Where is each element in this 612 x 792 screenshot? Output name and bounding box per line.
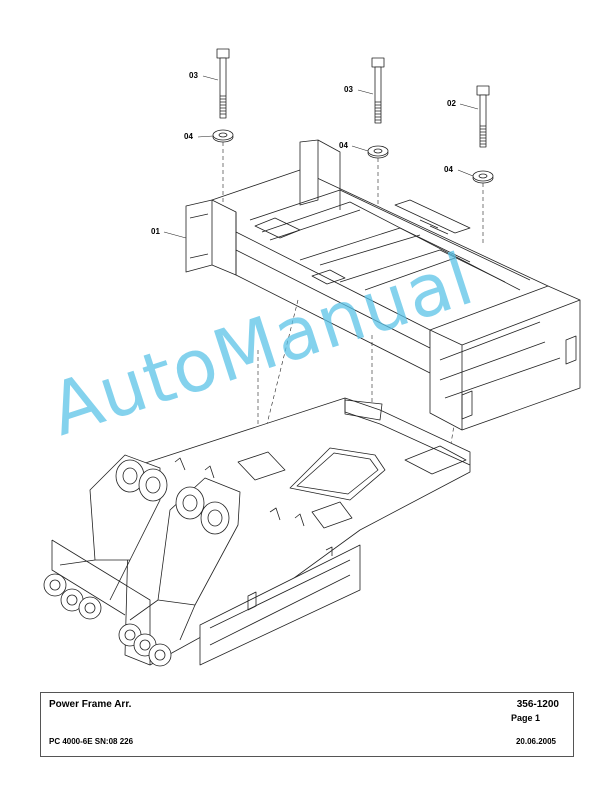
main-frame [43,397,471,667]
callout-leaders [163,75,479,239]
drawing-date: 20.06.2005 [515,737,556,746]
callout-washer-left: 04 [184,132,193,141]
bolt-middle [371,57,385,124]
washer-left [212,129,234,143]
bolt-left [216,48,230,119]
callout-bolt-right: 02 [447,99,456,108]
page-number: Page 1 [510,713,540,723]
callout-bolt-left: 03 [189,71,198,80]
drawing-number: 356-1200 [516,699,559,710]
callout-bolt-middle: 03 [344,85,353,94]
title-block: Power Frame Arr. 356-1200 Page 1 PC 4000… [40,692,574,757]
callout-washer-middle: 04 [339,141,348,150]
callout-washer-right: 04 [444,165,453,174]
model-serial: PC 4000-6E SN:08 226 [49,737,134,746]
exploded-view-drawing [43,48,581,667]
power-frame [185,139,581,431]
washer-right [472,170,494,184]
callout-frame: 01 [151,227,160,236]
bolt-right [476,85,490,148]
washer-middle [367,145,389,159]
drawing-title: Power Frame Arr. [49,699,132,710]
